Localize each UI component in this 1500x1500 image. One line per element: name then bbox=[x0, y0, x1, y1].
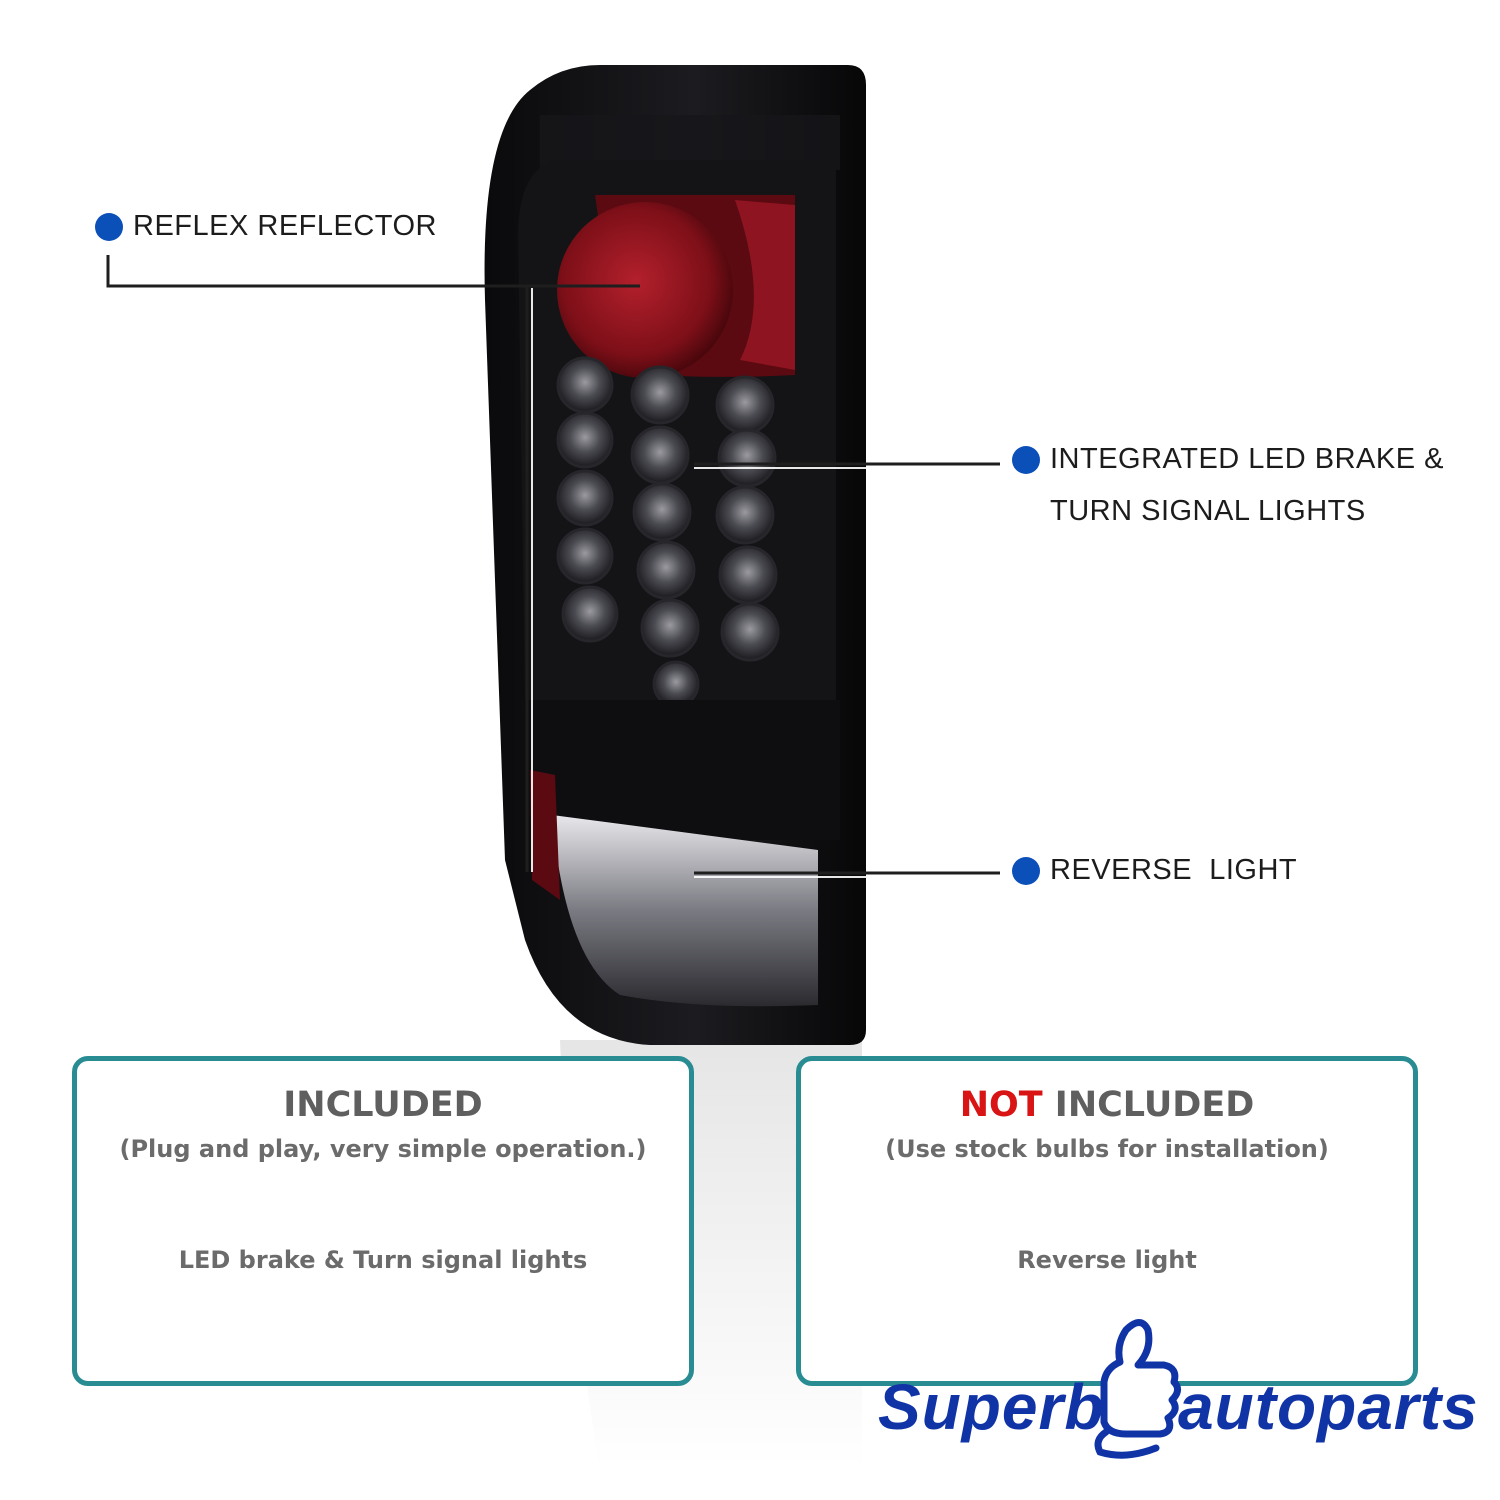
included-subtitle: (Plug and play, very simple operation.) bbox=[119, 1135, 647, 1163]
included-title: INCLUDED bbox=[283, 1085, 483, 1125]
included-box: INCLUDED (Plug and play, very simple ope… bbox=[72, 1056, 694, 1386]
led-array bbox=[556, 356, 780, 708]
reverse-light-lens bbox=[552, 815, 818, 1007]
included-word: INCLUDED bbox=[1042, 1085, 1255, 1125]
callout-led-brake: INTEGRATED LED BRAKE & bbox=[1012, 443, 1444, 476]
callout-label: INTEGRATED LED BRAKE & bbox=[1050, 443, 1444, 475]
brand-logo: Superb autoparts bbox=[878, 1310, 1478, 1460]
not-included-subtitle: (Use stock bulbs for installation) bbox=[885, 1135, 1329, 1163]
callout-label: REFLEX REFLECTOR bbox=[133, 210, 437, 242]
thumbs-up-icon bbox=[1094, 1319, 1181, 1459]
reflex-reflector-lens bbox=[557, 202, 733, 378]
not-word: NOT bbox=[959, 1085, 1043, 1125]
callout-lines bbox=[106, 255, 1000, 875]
not-included-box: NOT INCLUDED (Use stock bulbs for instal… bbox=[796, 1056, 1418, 1386]
bullet-dot-icon bbox=[95, 212, 123, 241]
included-item: LED brake & Turn signal lights bbox=[178, 1246, 588, 1274]
bullet-dot-icon bbox=[1012, 445, 1040, 474]
callout-led-brake-line2: TURN SIGNAL LIGHTS bbox=[1050, 495, 1366, 528]
callout-reverse-light: REVERSE LIGHT bbox=[1012, 854, 1297, 887]
callout-label: TURN SIGNAL LIGHTS bbox=[1050, 495, 1366, 527]
bullet-dot-icon bbox=[1012, 856, 1040, 885]
not-included-item: Reverse light bbox=[1017, 1246, 1197, 1274]
callout-reflex-reflector: REFLEX REFLECTOR bbox=[95, 210, 437, 243]
brand-left: Superb bbox=[878, 1371, 1105, 1443]
brand-right: autoparts bbox=[1178, 1371, 1479, 1443]
callout-label: REVERSE LIGHT bbox=[1050, 854, 1298, 886]
not-included-title: NOT INCLUDED bbox=[801, 1085, 1413, 1125]
